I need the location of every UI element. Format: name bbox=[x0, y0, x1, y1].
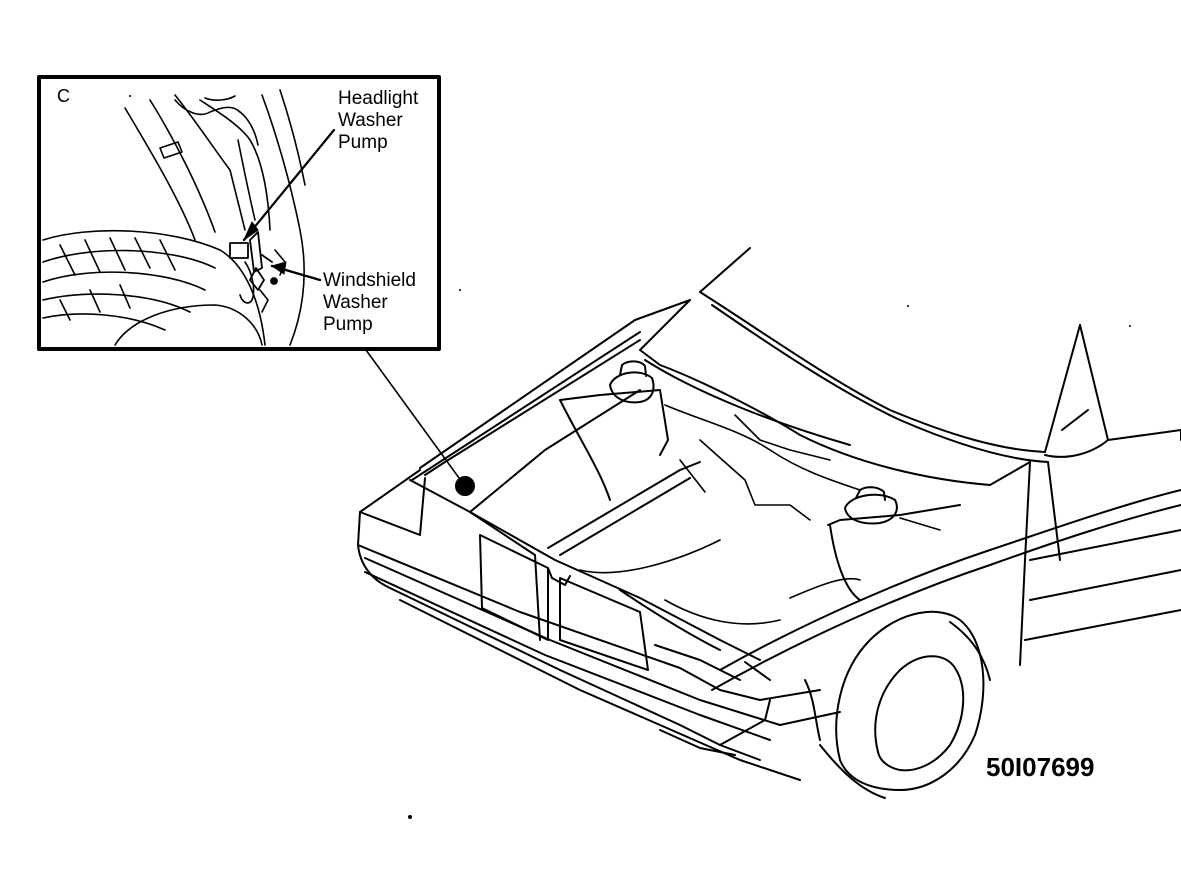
inset-detail bbox=[39, 77, 439, 349]
label-line: Headlight bbox=[338, 88, 419, 109]
label-line: Washer bbox=[338, 110, 403, 131]
print-dots bbox=[129, 95, 1131, 819]
car-fender-lines bbox=[412, 300, 1181, 690]
label-line: Windshield bbox=[323, 270, 416, 291]
car-grille bbox=[360, 470, 770, 680]
inset-fender bbox=[125, 90, 305, 345]
car-front bbox=[358, 248, 1181, 798]
car-engine-bay bbox=[580, 405, 940, 624]
car-radiator-support bbox=[410, 390, 760, 660]
car-right-reservoir bbox=[828, 487, 960, 600]
inset-tire bbox=[43, 231, 265, 345]
inset-frame bbox=[39, 77, 439, 349]
headlight-washer-pump-label: Headlight Washer Pump bbox=[338, 88, 418, 154]
headlight-pump-body bbox=[230, 243, 248, 258]
car-right-side bbox=[1025, 430, 1181, 640]
car-left-reservoir bbox=[560, 361, 668, 500]
inset-callout-arrows bbox=[244, 130, 334, 280]
car-cowl bbox=[640, 300, 1181, 665]
car-bumper bbox=[358, 512, 840, 780]
car-hood bbox=[700, 248, 1108, 462]
label-line: Washer bbox=[323, 292, 388, 313]
label-line: Pump bbox=[338, 132, 388, 153]
windshield-washer-pump-label: Windshield Washer Pump bbox=[323, 270, 416, 336]
inset-pumps bbox=[230, 232, 277, 290]
inset-letter: C bbox=[57, 86, 70, 106]
car-front-wheel bbox=[820, 612, 990, 798]
figure-code: 50I07699 bbox=[986, 752, 1095, 782]
label-line: Pump bbox=[323, 314, 373, 335]
location-marker bbox=[456, 477, 474, 495]
inset-leader-line bbox=[366, 350, 462, 482]
